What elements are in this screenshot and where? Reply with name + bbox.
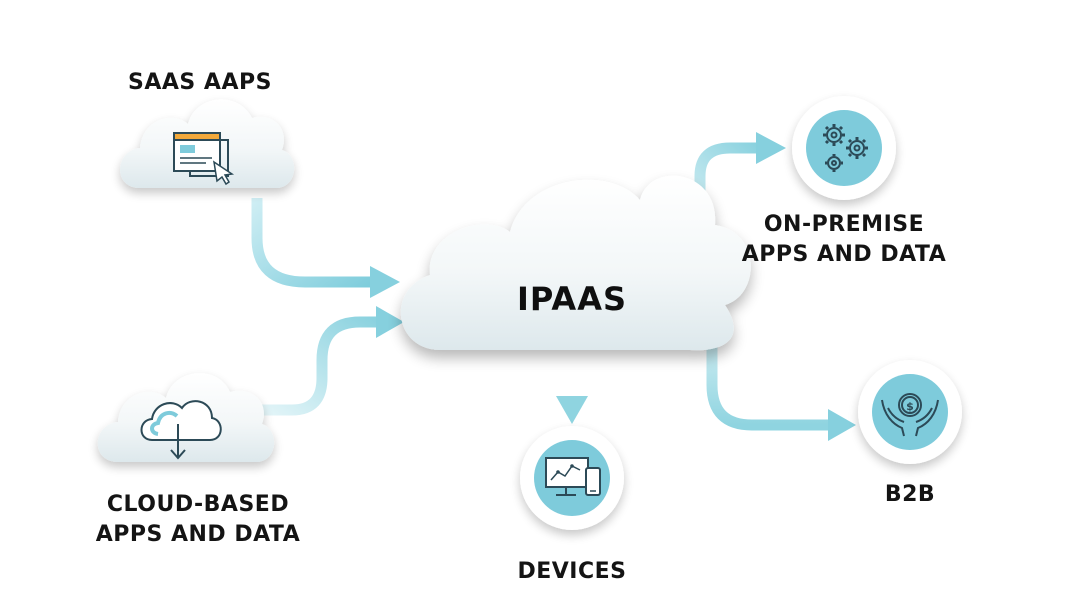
monitor-phone-chart-icon xyxy=(545,457,601,496)
arrow-ipaas-to-b2b xyxy=(706,345,856,441)
cloud-based-label-line2: APPS AND DATA xyxy=(95,522,301,547)
arrow-saas-to-ipaas xyxy=(251,198,400,298)
on-premise-label-line1: ON-PREMISE xyxy=(763,212,925,237)
browser-window-cursor-icon xyxy=(173,132,235,186)
on-premise-label: ON-PREMISE APPS AND DATA xyxy=(734,210,954,270)
on-premise-circle-fill xyxy=(806,110,882,186)
b2b-label: B2B xyxy=(884,482,936,507)
hands-coin-icon: $ xyxy=(881,393,939,437)
cloud-based-label: CLOUD-BASED APPS AND DATA xyxy=(88,490,308,550)
ipaas-cloud xyxy=(400,175,751,351)
arrow-ipaas-to-devices xyxy=(556,352,588,424)
devices-label: DEVICES xyxy=(517,559,627,584)
ipaas-label: IPAAS xyxy=(517,280,627,318)
cloud-based-label-line1: CLOUD-BASED xyxy=(106,492,290,517)
arrow-cloud-based-to-ipaas xyxy=(252,306,404,416)
svg-text:$: $ xyxy=(906,400,914,413)
saas-label: SAAS AAPS xyxy=(128,70,272,95)
cloud-download-icon xyxy=(140,400,222,460)
on-premise-label-line2: APPS AND DATA xyxy=(741,242,947,267)
gears-icon xyxy=(823,124,868,172)
